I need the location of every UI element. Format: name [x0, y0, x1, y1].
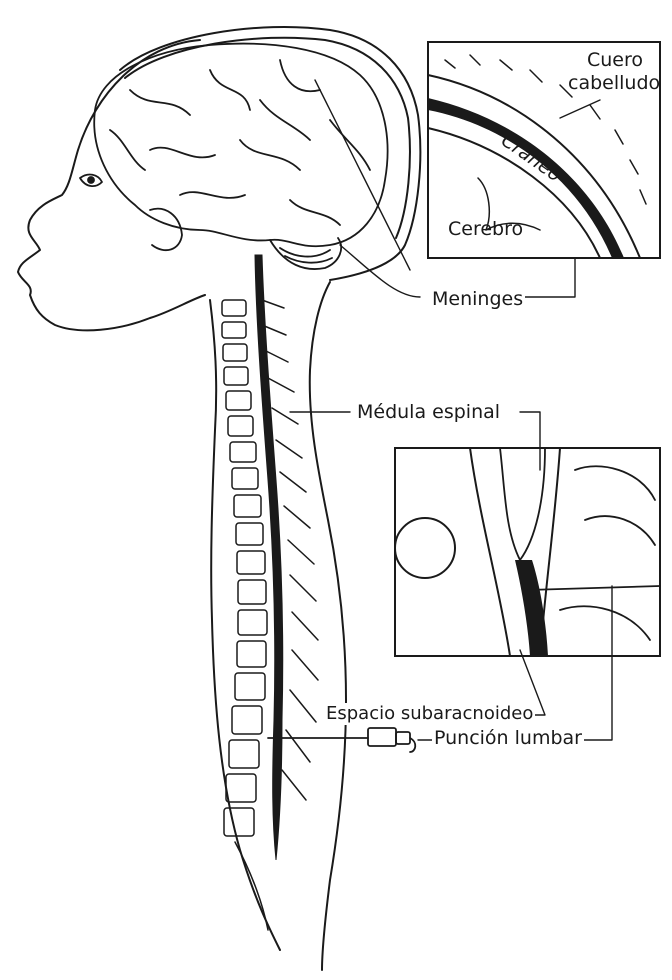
label-scalp-line1: Cuero	[585, 49, 645, 71]
brain-illustration	[94, 44, 387, 269]
label-brain: Cerebro	[446, 218, 525, 240]
label-lumbar-puncture: Punción lumbar	[432, 727, 584, 749]
label-scalp-line2: cabelludo	[566, 72, 662, 94]
label-subarachnoid-space: Espacio subaracnoideo	[324, 703, 535, 725]
face-features	[80, 175, 182, 251]
label-spinal-cord: Médula espinal	[355, 401, 502, 423]
needle-illustration	[268, 728, 415, 752]
label-meninges: Meninges	[430, 288, 525, 310]
spinal-cord-illustration	[255, 255, 283, 860]
inset-lumbar-detail	[395, 448, 660, 656]
